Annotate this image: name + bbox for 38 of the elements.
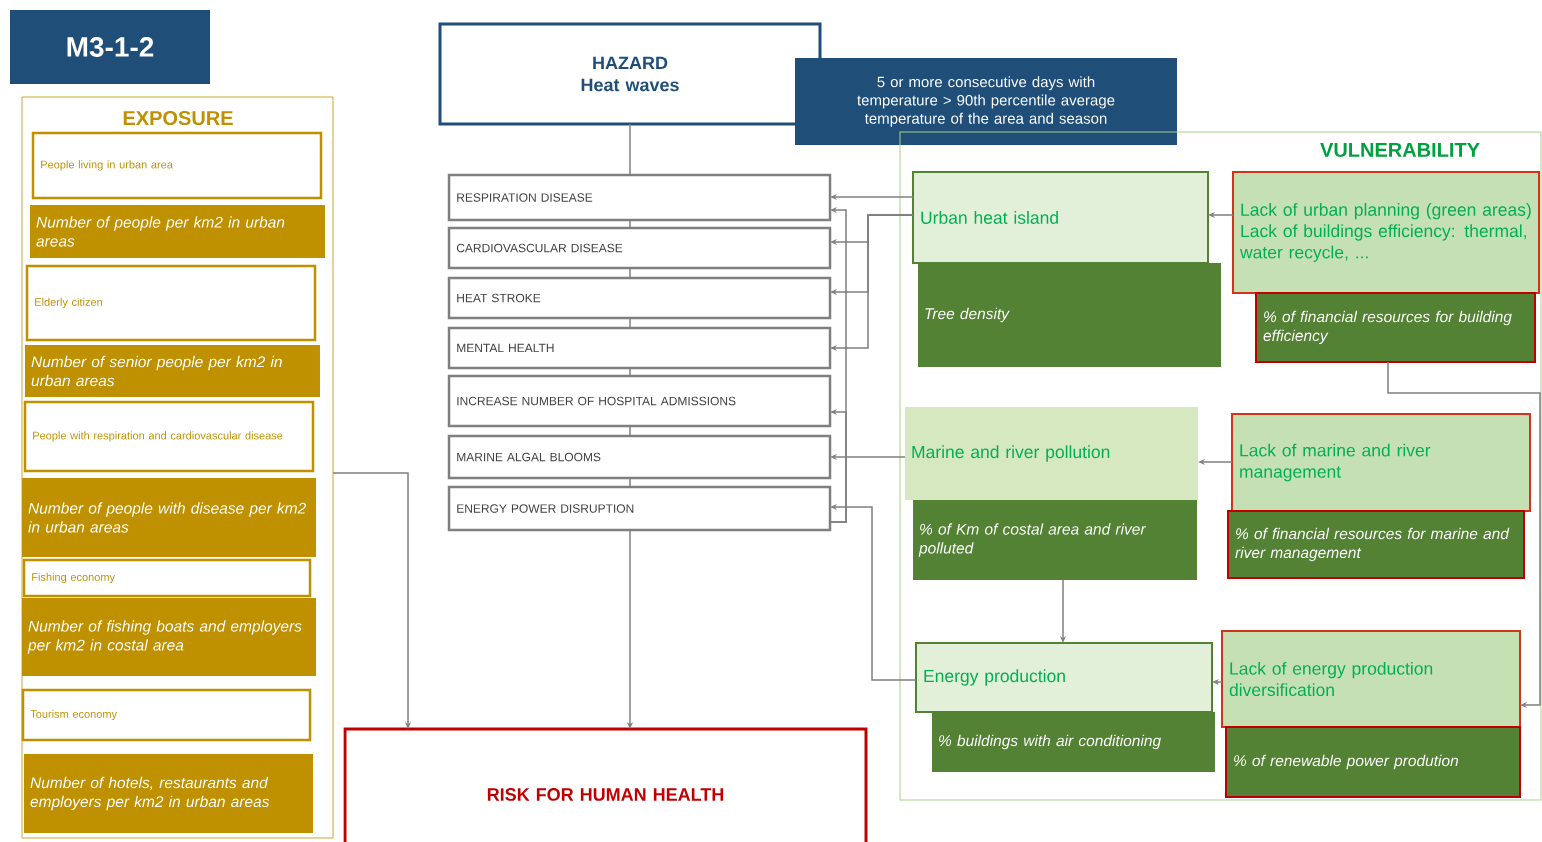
definition-box: 5 or more consecutive days with temperature > 90th percentile average temperature of the area and season <box>795 58 1177 145</box>
factor-box: Energy production <box>915 642 1213 713</box>
title-box: M3-1-2 <box>10 10 210 84</box>
metric-box: Number of people per km2 in urban areas <box>30 205 325 258</box>
impact-box: CARDIOVASCULAR DISEASE <box>447 226 832 270</box>
metric-box: Tree density <box>918 263 1221 367</box>
metric-box: % of renewable power prodution <box>1225 726 1521 798</box>
factor-box: Lack of marine and river management <box>1231 413 1531 512</box>
indicator-box: People living in urban area <box>31 131 323 200</box>
metric-box: Number of fishing boats and employers per km2 in costal area <box>22 598 316 676</box>
impact-box: INCREASE NUMBER OF HOSPITAL ADMISSIONS <box>447 374 832 428</box>
arrow <box>1387 361 1541 709</box>
impact-box: MARINE ALGAL BLOOMS <box>447 434 832 480</box>
factor-box: Lack of urban planning (green areas) Lack of buildings efficiency: thermal, water recycle, ... <box>1232 171 1540 294</box>
metric-box: % of Km of costal area and river polluted <box>913 500 1197 580</box>
indicator-box: Elderly citizen <box>25 264 317 342</box>
factor-box: Urban heat island <box>912 171 1209 264</box>
arrow <box>830 214 914 352</box>
impact-box: ENERGY POWER DISRUPTION <box>447 485 832 532</box>
metric-box: Number of people with disease per km2 in urban areas <box>22 478 316 557</box>
factor-box: Lack of energy production diversification <box>1221 630 1521 728</box>
node-label: Number of people with disease per km2 in urban areas <box>28 502 306 533</box>
hazard-box: HAZARD Heat waves <box>438 22 822 126</box>
metric-box: Number of hotels, restaurants and employers per km2 in urban areas <box>24 754 313 833</box>
indicator-box: People with respiration and cardiovascular disease <box>23 400 315 473</box>
metric-box: % of financial resources for building efficiency <box>1255 292 1536 363</box>
factor-box: Marine and river pollution <box>905 407 1198 500</box>
impact-box: HEAT STROKE <box>447 276 832 320</box>
metric-box: % of financial resources for marine and river management <box>1227 510 1525 579</box>
impact-box: MENTAL HEALTH <box>447 326 832 370</box>
node-label: Number of fishing boats and employers per km2 in costal area <box>27 620 302 654</box>
indicator-box: Fishing economy <box>22 558 312 598</box>
indicator-box: Tourism economy <box>21 688 312 742</box>
impact-box: RESPIRATION DISEASE <box>447 173 832 222</box>
risk-box: RISK FOR HUMAN HEALTH <box>343 727 868 842</box>
metric-box: % buildings with air conditioning <box>932 712 1215 772</box>
arrow <box>332 472 412 729</box>
metric-box: Number of senior people per km2 in urban areas <box>25 345 320 397</box>
